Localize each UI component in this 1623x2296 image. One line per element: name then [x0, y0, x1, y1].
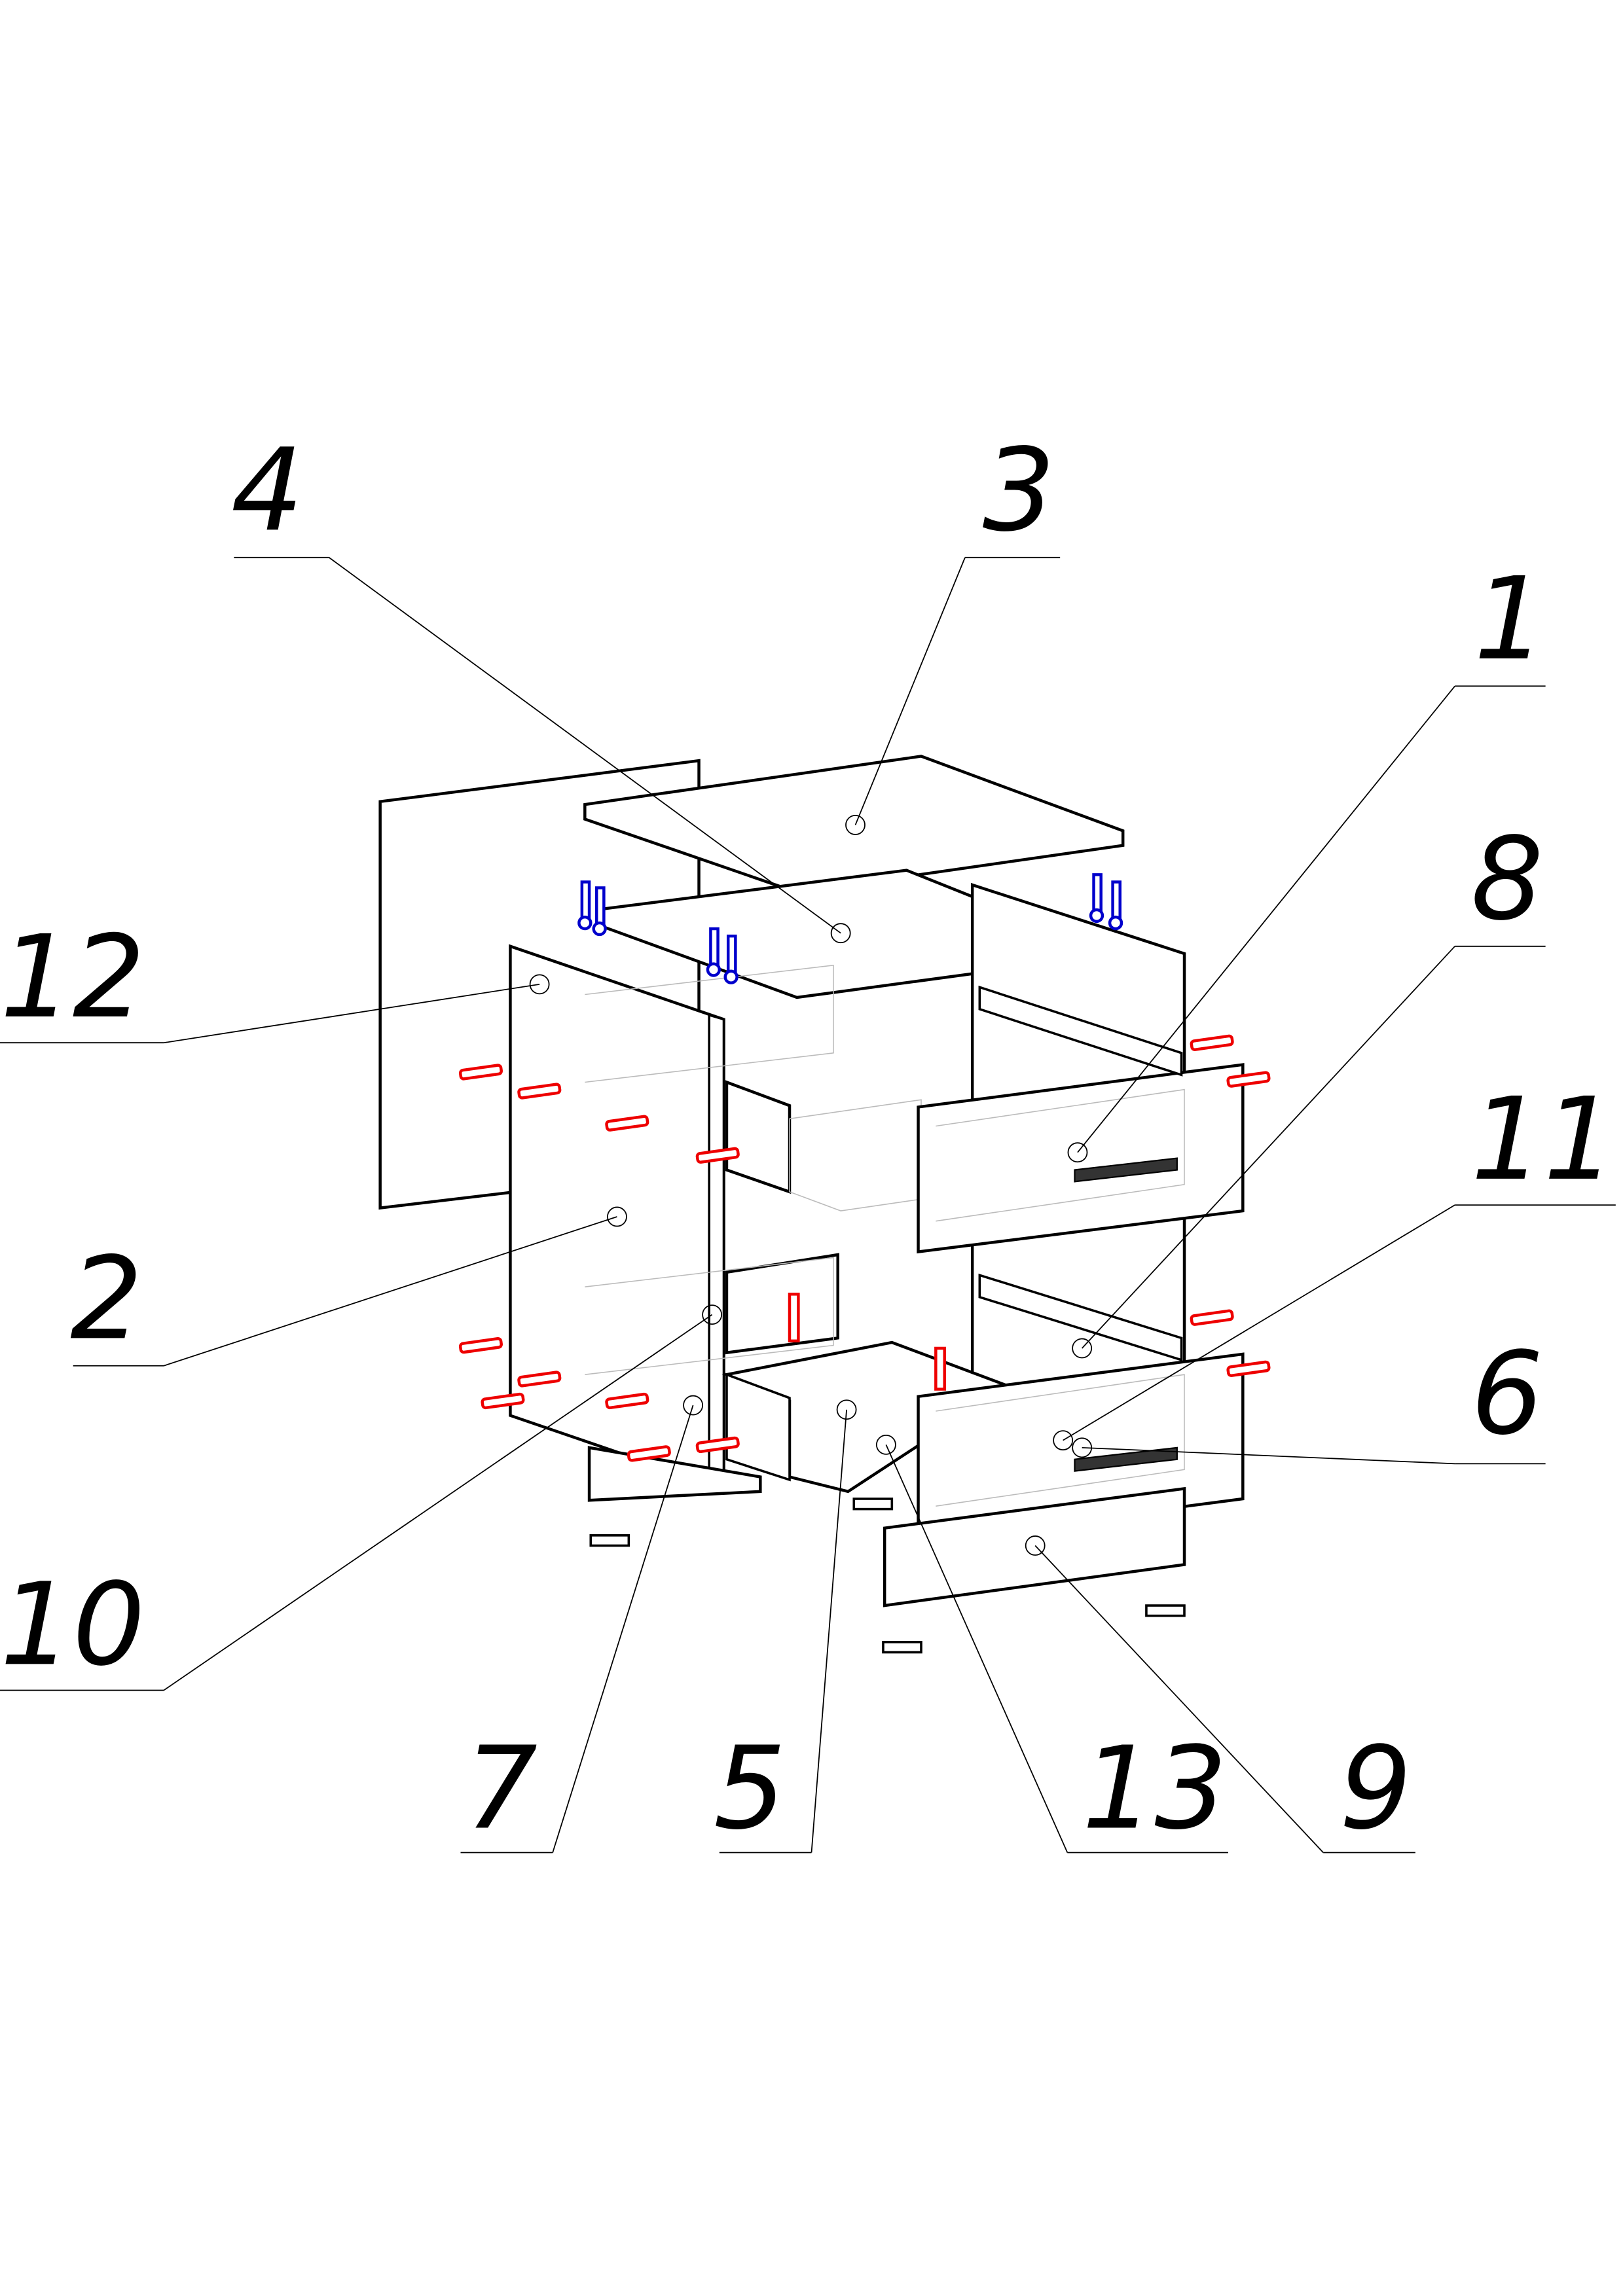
cam-bolt-icon — [709, 927, 720, 967]
leader-line — [1082, 946, 1455, 1349]
foot — [1145, 1604, 1186, 1617]
callout-target-circle — [529, 974, 550, 995]
callout-target-circle — [875, 1434, 896, 1455]
callout-12: 12 — [0, 911, 550, 1044]
callout-target-circle — [1072, 1338, 1093, 1359]
callout-number: 11 — [1471, 1073, 1616, 1206]
leader-line — [163, 1216, 617, 1367]
callout-target-circle — [683, 1395, 704, 1416]
callout-number: 10 — [0, 1558, 145, 1691]
callout-target-circle — [607, 1206, 627, 1227]
callout-number: 13 — [1082, 1723, 1228, 1856]
cam-lock-icon — [706, 962, 721, 977]
lower-drawer-back — [725, 1253, 839, 1355]
foot — [852, 1498, 894, 1511]
callout-4: 4 — [231, 424, 851, 944]
callout-13: 13 — [875, 1434, 1228, 1856]
dowel-icon — [1226, 1360, 1271, 1377]
foot — [589, 1534, 630, 1547]
dowel-icon — [934, 1346, 946, 1391]
callout-number: 12 — [0, 911, 145, 1044]
callout-3: 3 — [845, 424, 1061, 835]
cam-bolt-icon — [1111, 880, 1122, 920]
callout-5: 5 — [714, 1399, 857, 1856]
cam-lock-icon — [592, 921, 607, 937]
cam-bolt-icon — [1092, 873, 1103, 913]
leader-line — [854, 557, 966, 825]
callout-target-circle — [1025, 1535, 1046, 1556]
leader-line — [163, 1314, 713, 1691]
leader-line — [1077, 685, 1455, 1153]
cam-bolt-icon — [726, 934, 737, 975]
callout-target-circle — [830, 923, 851, 944]
callout-number: 7 — [465, 1723, 538, 1856]
dowel-icon — [605, 1115, 649, 1132]
foot — [882, 1641, 922, 1654]
callout-8: 8 — [1072, 813, 1546, 1359]
dowel-icon — [1190, 1309, 1234, 1326]
leader-line — [163, 983, 540, 1044]
callout-target-circle — [1067, 1142, 1088, 1163]
dowel-icon — [788, 1293, 800, 1343]
dowel-icon — [458, 1064, 503, 1081]
leader-line — [552, 1405, 694, 1853]
callout-11: 11 — [1053, 1073, 1616, 1451]
dowel-icon — [627, 1445, 671, 1462]
upper-handle — [1074, 1157, 1178, 1183]
callout-target-circle — [1072, 1437, 1093, 1458]
cam-bolt-icon — [594, 886, 606, 926]
upper-drawer-front — [917, 1063, 1245, 1254]
callout-number: 5 — [714, 1723, 786, 1856]
dowels — [458, 1034, 1271, 1462]
leader-line — [811, 1409, 847, 1853]
lower-handle — [1074, 1446, 1178, 1472]
leader-line — [1082, 1446, 1455, 1465]
callout-1: 1 — [1067, 553, 1546, 1163]
callout-6: 6 — [1072, 1328, 1546, 1465]
front-plinth — [883, 1486, 1186, 1607]
callout-number: 6 — [1471, 1328, 1544, 1461]
callout-10: 10 — [0, 1304, 723, 1691]
dowel-icon — [695, 1436, 740, 1454]
dowel-icon — [695, 1147, 740, 1164]
dowel-icon — [481, 1392, 525, 1410]
callout-target-circle — [1053, 1430, 1074, 1451]
dowel-icon — [605, 1392, 649, 1410]
callout-number: 2 — [70, 1232, 143, 1365]
callout-target-circle — [845, 815, 866, 835]
cam-lock-icon — [577, 915, 593, 931]
leader-line — [885, 1444, 1068, 1853]
callout-target-circle — [836, 1399, 857, 1420]
cam-bolt-icon — [580, 880, 591, 920]
cam-lock-icon — [1089, 908, 1104, 924]
callout-9: 9 — [1025, 1535, 1415, 1856]
callout-2: 2 — [70, 1206, 627, 1367]
callout-number: 1 — [1474, 553, 1546, 686]
cabinet-parts — [378, 755, 1245, 1654]
callout-target-circle — [702, 1304, 723, 1325]
dowel-icon — [1226, 1071, 1271, 1088]
cam-lock-icon — [723, 969, 739, 984]
dowel-icon — [517, 1083, 562, 1100]
leader-line — [1063, 1204, 1455, 1441]
upper-drawer-back — [725, 1080, 792, 1194]
callout-number: 9 — [1340, 1723, 1412, 1856]
dowel-icon — [458, 1336, 503, 1354]
callout-number: 4 — [231, 424, 304, 557]
leader-line — [328, 557, 841, 934]
callout-number: 3 — [983, 424, 1055, 557]
dowel-icon — [517, 1371, 562, 1388]
dowel-icon — [1190, 1034, 1234, 1051]
callout-number: 8 — [1471, 813, 1544, 946]
cam-fittings — [577, 873, 1123, 984]
cam-lock-icon — [1108, 915, 1123, 931]
leader-line — [1034, 1545, 1324, 1854]
callout-7: 7 — [460, 1395, 704, 1856]
